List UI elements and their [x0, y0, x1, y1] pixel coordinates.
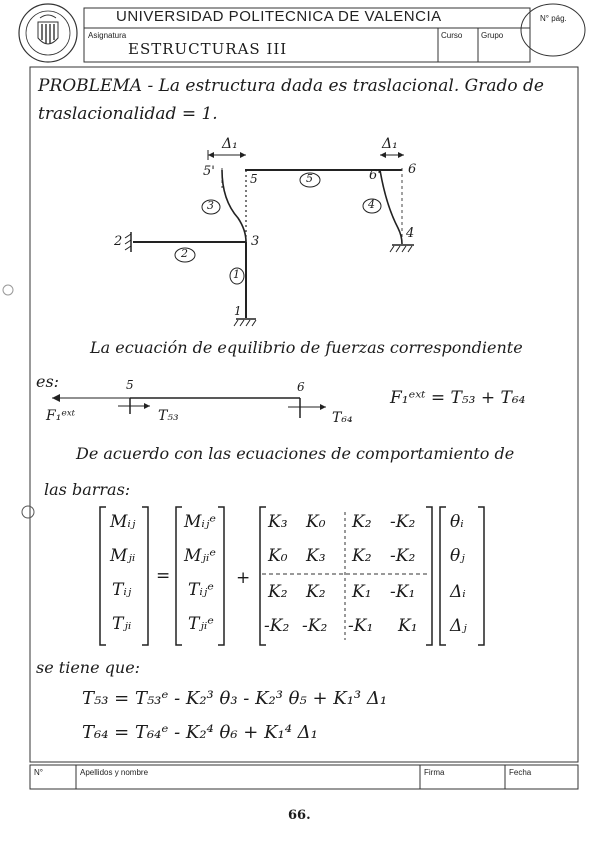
- node-4-label: 4: [406, 226, 415, 241]
- las-barras-text: las barras:: [44, 480, 131, 499]
- k-r1c1: K₃: [268, 512, 288, 532]
- asignatura-label: Asignatura: [88, 31, 127, 40]
- asignatura-value: ESTRUCTURAS III: [128, 40, 288, 58]
- k-r4c2: -K₂: [302, 616, 328, 636]
- k-r2c2: K₃: [306, 546, 326, 566]
- k-r1c2: K₀: [306, 512, 326, 532]
- lhs-t-ij: Tᵢⱼ: [112, 580, 132, 600]
- problem-statement-line1: PROBLEMA - La estructura dada es traslac…: [38, 76, 544, 96]
- k-r4c3: -K₁: [348, 616, 374, 636]
- dof-delta-j: Δⱼ: [450, 616, 467, 636]
- curso-label: Curso: [441, 31, 463, 40]
- bar-1-label: 1: [233, 268, 240, 281]
- delta-left-label: Δ₁: [222, 136, 238, 152]
- equation-t53: T₅₃ = T₅₃ᵉ - K₂³ θ₃ - K₂³ θ₅ + K₁³ Δ₁: [82, 688, 388, 709]
- es-text: es:: [36, 372, 60, 391]
- k-r3c2: K₂: [306, 582, 326, 602]
- fixed-t-ji: Tⱼᵢᵉ: [188, 614, 214, 634]
- fbd-node-5-label: 5: [126, 378, 134, 392]
- dof-theta-i: θᵢ: [450, 512, 464, 532]
- fixed-m-ij: Mᵢⱼᵉ: [184, 512, 216, 532]
- footer-name-label: Apellidos y nombre: [80, 768, 149, 777]
- k-r4c1: -K₂: [264, 616, 290, 636]
- k-r4c4: K₁: [398, 616, 418, 636]
- k-r2c3: K₂: [352, 546, 372, 566]
- footer-n-label: N°: [34, 768, 43, 777]
- fbd-node-6-label: 6: [297, 380, 305, 394]
- k-r3c4: -K₁: [390, 582, 416, 602]
- k-r1c3: K₂: [352, 512, 372, 532]
- node-2-label: 2: [114, 234, 123, 249]
- se-tiene-text: se tiene que:: [36, 658, 141, 677]
- fixed-m-ji: Mⱼᵢᵉ: [184, 546, 216, 566]
- equilibrium-intro-text: La ecuación de equilibrio de fuerzas cor…: [90, 338, 523, 357]
- node-3-label: 3: [251, 234, 260, 249]
- k-r1c4: -K₂: [390, 512, 416, 532]
- k-r2c4: -K₂: [390, 546, 416, 566]
- dof-delta-i: Δᵢ: [450, 582, 466, 602]
- node-5-label: 5: [250, 172, 258, 186]
- behaviour-intro-text: De acuerdo con las ecuaciones de comport…: [76, 444, 515, 463]
- page-number: 66.: [288, 808, 311, 823]
- node-6-label: 6: [408, 162, 417, 177]
- footer-fecha-label: Fecha: [509, 768, 532, 777]
- equation-t64: T₆₄ = T₆₄ᵉ - K₂⁴ θ₆ + K₁⁴ Δ₁: [82, 722, 318, 743]
- node-1-label: 1: [234, 304, 242, 318]
- problem-statement-line2: traslacionalidad = 1.: [38, 104, 218, 124]
- k-r2c1: K₀: [268, 546, 288, 566]
- node-6-prime-label: 6': [369, 168, 381, 183]
- bar-3-label: 3: [207, 199, 214, 212]
- grupo-label: Grupo: [481, 31, 504, 40]
- bar-4-label: 4: [368, 198, 375, 211]
- node-5-prime-label: 5': [203, 164, 215, 179]
- bar-2-label: 2: [181, 247, 188, 260]
- fbd-t53-label: T₅₃: [158, 408, 179, 424]
- dof-theta-j: θⱼ: [450, 546, 465, 566]
- lhs-m-ji: Mⱼᵢ: [110, 546, 136, 566]
- fbd-t64-label: T₆₄: [332, 410, 353, 426]
- footer-firma-label: Firma: [424, 768, 445, 777]
- k-r3c1: K₂: [268, 582, 288, 602]
- delta-right-label: Δ₁: [382, 136, 398, 152]
- equals-sign: =: [156, 566, 171, 586]
- page-number-label: N° pág.: [540, 14, 567, 23]
- lhs-t-ji: Tⱼᵢ: [112, 614, 132, 634]
- k-r3c3: K₁: [352, 582, 372, 602]
- fbd-fext-label: F₁ᵉˣᵗ: [46, 408, 76, 424]
- plus-sign: +: [236, 568, 251, 588]
- lhs-m-ij: Mᵢⱼ: [110, 512, 136, 532]
- force-equilibrium-equation: F₁ᵉˣᵗ = T₅₃ + T₆₄: [390, 388, 526, 408]
- fixed-t-ij: Tᵢⱼᵉ: [188, 580, 214, 600]
- bar-5-label: 5: [306, 172, 313, 185]
- university-title: UNIVERSIDAD POLITECNICA DE VALENCIA: [116, 8, 442, 25]
